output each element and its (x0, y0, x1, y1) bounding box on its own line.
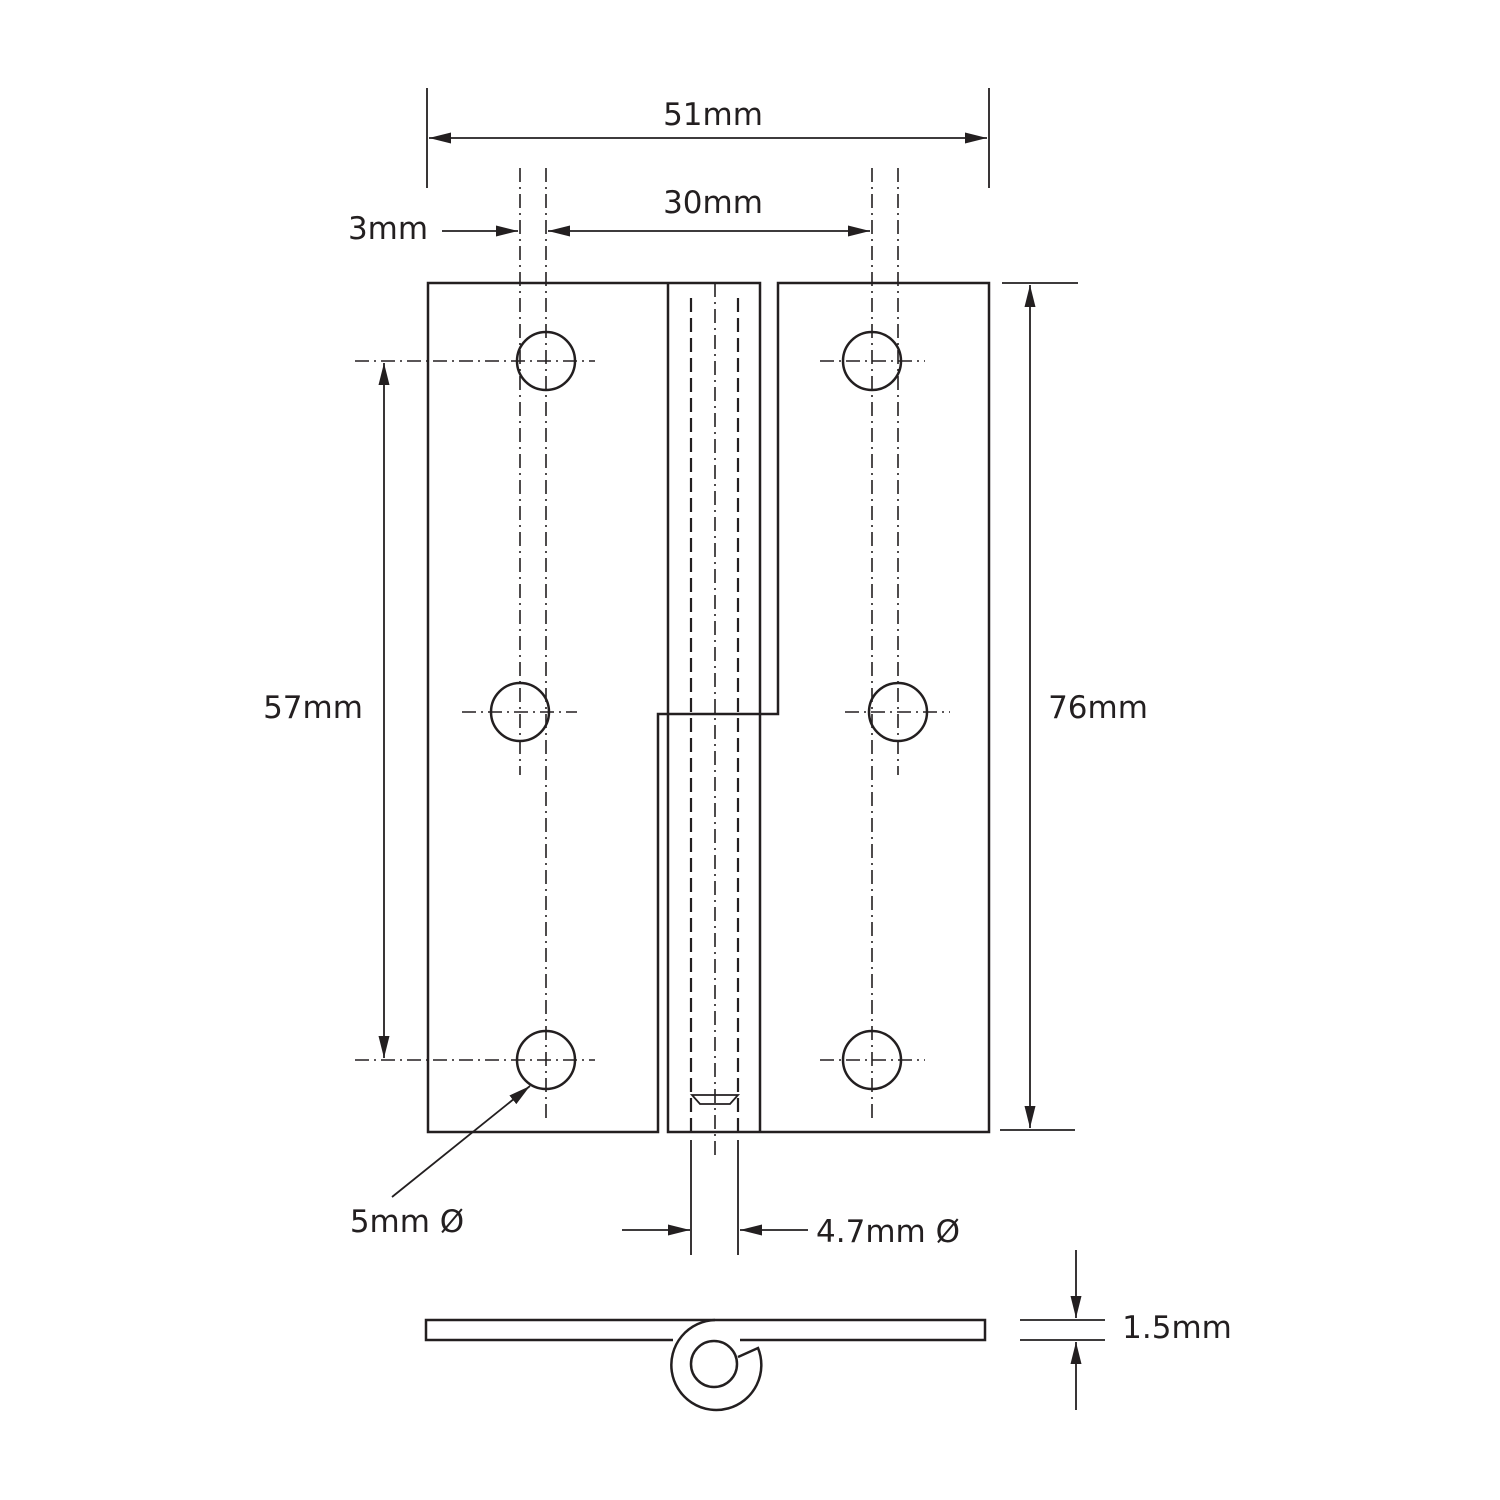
side-view (424, 1318, 987, 1412)
dim-pin-diameter-label: 4.7mm Ø (816, 1214, 960, 1250)
hole-leader-arrow (391, 1085, 531, 1198)
hinge-outline (426, 281, 991, 1134)
dim-thickness-label: 1.5mm (1122, 1310, 1232, 1346)
screw-hole (841, 1029, 903, 1091)
dim-overall-width-label: 51mm (663, 97, 763, 133)
dim-hole-spacing-vertical-label: 57mm (263, 690, 363, 726)
knuckle-outline (668, 281, 762, 1132)
dim-hole-diameter-label: 5mm Ø (349, 1204, 465, 1240)
dim-hole-spacing-horizontal-label: 30mm (663, 185, 763, 221)
pin-end (689, 1094, 741, 1105)
screw-hole (515, 1029, 577, 1091)
screw-hole (489, 681, 551, 743)
dim-overall-height-label: 76mm (1048, 690, 1148, 726)
dim-hole-offset-label: 3mm (347, 211, 429, 247)
screw-hole (515, 330, 577, 392)
screw-hole (867, 681, 929, 743)
screw-hole (841, 330, 903, 392)
